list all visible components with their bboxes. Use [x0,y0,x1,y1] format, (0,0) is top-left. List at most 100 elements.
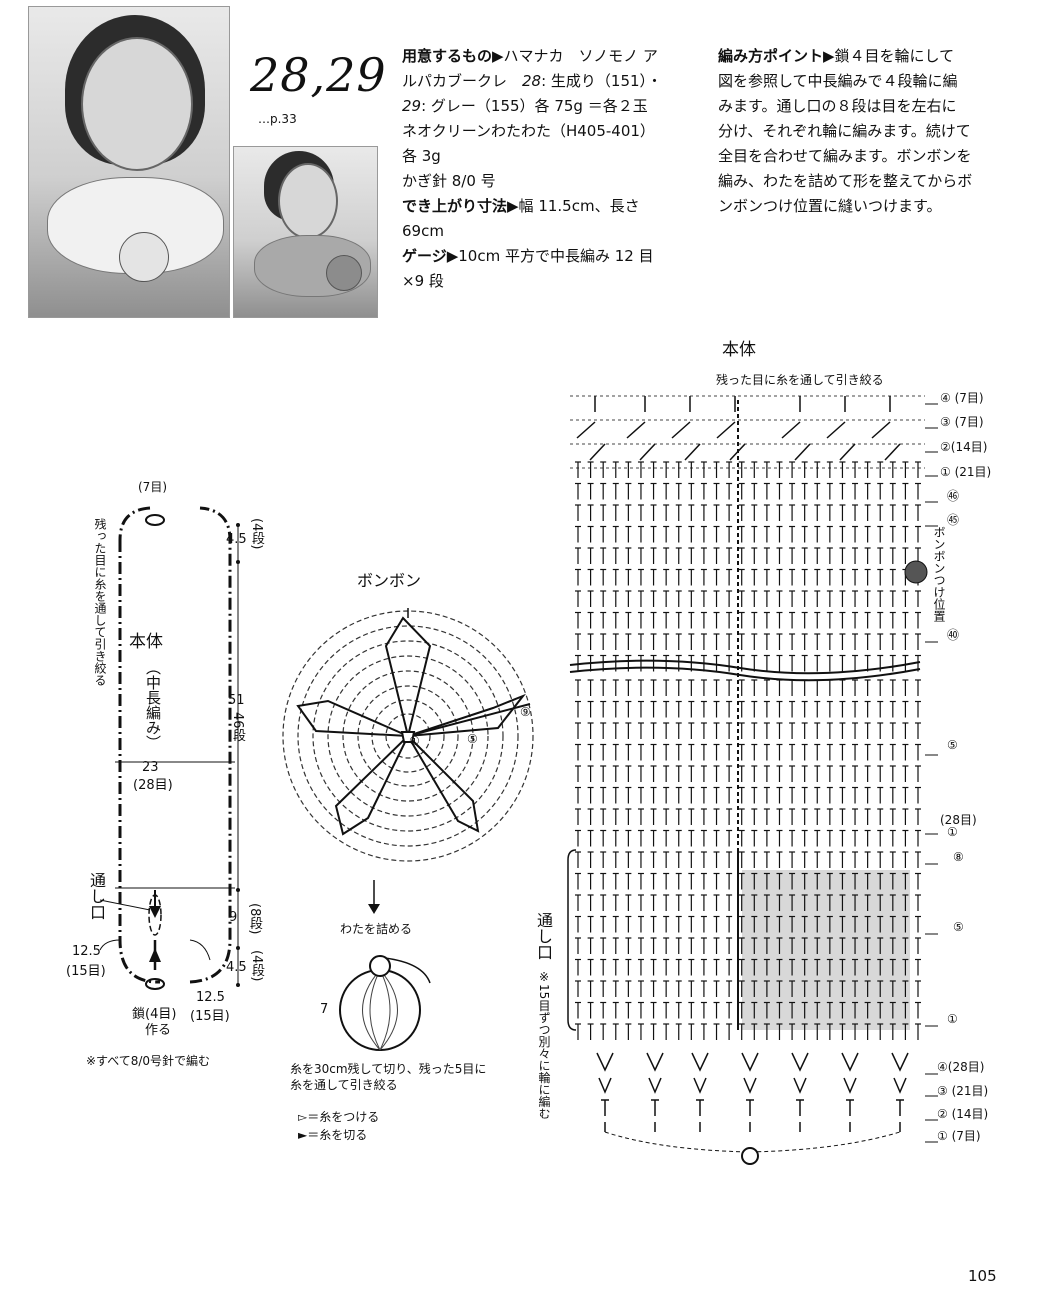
stitch-mark [884,443,901,461]
top-count-label: (7目) [138,480,167,494]
points-line1: 鎖４目を輪にして [834,47,955,65]
stitch-mark [843,1077,857,1094]
stitch-mark [684,443,701,461]
stitch-mark [576,421,596,439]
materials-line6: かぎ針 8/0 号 [402,172,496,190]
width-cm: 23 [142,760,159,775]
ring-chain [604,1131,901,1153]
size-text: 幅 11.5cm、長さ [518,197,640,215]
right-width-stitches: (15目) [190,1009,230,1024]
points-block: 編み方ポイント▶鎖４目を輪にして 図を参照して中長編みで４段輪に編 みます。通し… [718,44,1018,219]
page-number: 105 [968,1267,997,1285]
break-line [569,666,921,682]
materials-line1: ハマナカ ソノモノ ア [503,47,658,65]
body-label: 本体 [129,632,163,652]
points-line3: みます。通し口の８段は目を左右に [718,97,957,115]
points-line2: 図を参照して中長編みで４段輪に編 [718,72,958,90]
open-row-1-label: ① [947,1012,958,1026]
pompom-round-1: ① [409,734,420,748]
color-29-number: 29 [402,97,422,115]
top-row-1: ① (21目) [940,465,992,479]
pompom-arrow [368,880,380,914]
pompom-title: ボンボン [357,571,422,590]
attach-yarn-icon: ▻ [298,1110,308,1124]
row-5-label: ⑤ [947,738,958,752]
row-46-label: ㊻ [947,489,960,503]
break-line [569,659,921,675]
cut-yarn-icon: ► [298,1128,308,1142]
dim-main-rows: 46段 [230,712,245,742]
model-photo-small [233,146,378,318]
materials-label: 用意するもの▶ [402,47,504,65]
pompom-count-7: 7 [320,1002,329,1017]
stitch-mark [743,1077,757,1094]
bottom-row-2: ② (14目) [937,1107,989,1121]
stitch-mark [589,443,606,461]
gauge-text: 10cm 平方で中長編み 12 目 [458,247,654,265]
points-line5: 全目を合わせて編みます。ボンボンを [718,147,972,165]
opening-bracket [567,849,577,1031]
bottom-row-3: ③ (21目) [937,1084,989,1098]
size-label: でき上がり寸法▶ [402,197,519,215]
stitch-mark [871,421,891,439]
points-line6: 編み、わたを詰めて形を整えてからボ [718,172,973,190]
stitch-mark [646,1052,664,1072]
legend-attach-text: ＝糸をつける [307,1110,380,1124]
stitch-mark [793,1077,807,1094]
stitch-chart [567,395,938,1165]
chain-label: 鎖(4目) [132,1007,177,1022]
stitch-mark [648,1077,662,1094]
materials-block: 用意するもの▶ハマナカ ソノモノ ア ルパカブークレ 28: 生成り（151）・… [402,44,702,294]
stitch-mark [691,1052,709,1072]
color-28-text: : 生成り（151）・ [541,72,663,90]
row-1-label: ① [947,825,958,839]
stitch-mark [693,1077,707,1094]
pompom-note-1: 糸を30cm残して切り、残った5目に [290,1062,487,1076]
row-45-label: ㊺ [947,513,960,527]
dim-top-rows: (4段) [249,518,264,550]
legend-attach: ▻＝糸をつける [298,1108,379,1125]
center-ring [741,1147,759,1165]
page-reference: …p.33 [258,112,297,126]
opening-shade [742,870,910,1030]
top-row-4: ④ (7目) [940,391,984,405]
chain-label-2: 作る [145,1023,172,1038]
stitch-mark [598,1077,612,1094]
chart-title: 本体 [722,340,756,360]
stitch-mark [639,443,656,461]
stitch-mark [826,421,846,439]
dim-bot-cm: 4.5 [226,960,247,975]
points-line7: ンボンつけ位置に縫いつけます。 [718,197,942,215]
stitch-mark [893,1077,907,1094]
stitch-mark [781,421,801,439]
model-numbers: 28,29 [250,48,387,102]
pompom-round-5: ⑤ [467,732,478,746]
stitch-mark [841,1052,859,1072]
left-width-cm: 12.5 [72,944,101,959]
dim-open-cm: 9 [229,910,238,925]
pompom-ball [339,955,431,1051]
row-40-label: ㊵ [947,628,960,642]
dim-top-cm: 4.5 [226,532,247,547]
stitch-mark [891,1052,909,1072]
bottom-row-4: ④(28目) [937,1060,985,1074]
pompom-position-label: ボンボンつけ位置 [932,526,946,622]
stitch-mark [794,443,811,461]
top-row-2: ②(14目) [940,440,988,454]
color-29-text: : グレー（155）各 75g ＝各２玉 [421,97,648,115]
top-row-3: ③ (7目) [940,415,984,429]
stitch-mark [791,1052,809,1072]
stitch-mark [671,421,691,439]
left-width-stitches: (15目) [66,964,106,979]
stitch-label: （中長編み） [144,660,162,750]
stuffing-label: わたを詰める [340,922,413,936]
size-text-2: 69cm [402,222,444,240]
width-stitches: (28目) [133,778,173,793]
opening-label: 通し口 [87,872,106,920]
dim-bot-rows: (4段) [249,950,264,982]
dim-main-cm: 51 [228,693,245,708]
stitch-mark [596,1052,614,1072]
count-28-label: (28目) [940,813,977,827]
materials-line2: ルパカブークレ [402,72,523,90]
materials-line5: 各 3g [402,147,441,165]
